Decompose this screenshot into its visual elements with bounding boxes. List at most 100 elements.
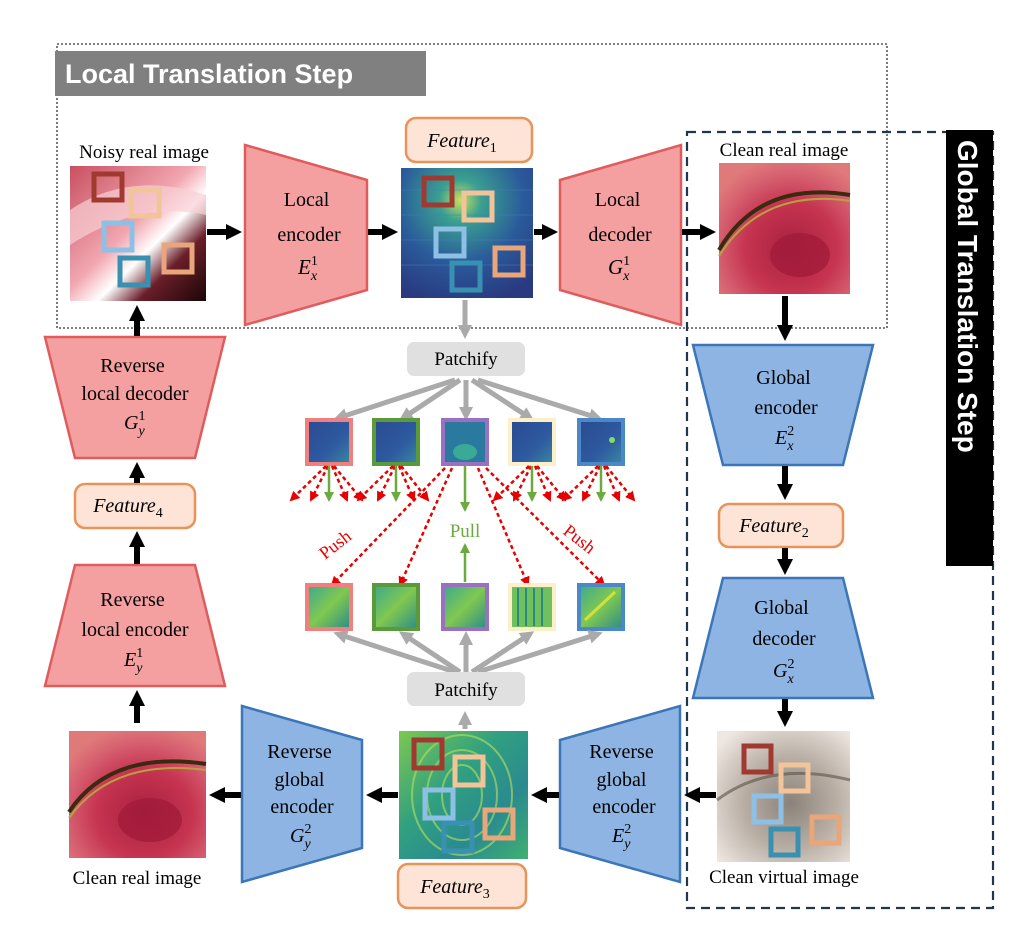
local-encoder-sub: x <box>310 269 318 284</box>
svg-text:Feature2: Feature2 <box>738 515 809 541</box>
top-patch-4 <box>508 418 556 466</box>
svg-text:Local decoder: Local decoder <box>588 189 652 246</box>
push-arrow-to-patch2 <box>398 467 454 587</box>
push-label-right: Push <box>560 520 600 557</box>
svg-text:G1y: G1y <box>124 409 145 439</box>
global-decoder-symbol: G <box>773 660 788 682</box>
patchify-top-arrow-5 <box>477 377 603 422</box>
reverse-global-encoder-left-line3: encoder <box>270 796 334 818</box>
reverse-local-encoder-symbol: E <box>123 649 136 671</box>
svg-text:Global decoder: Global decoder <box>752 597 816 650</box>
feature3-box: Feature3 <box>396 862 528 910</box>
patchify-top-arrow-2 <box>398 377 462 421</box>
global-decoder-line1: Global <box>754 597 809 619</box>
reverse-global-encoder-right-symbol: E <box>611 825 624 847</box>
bottom-patch-2 <box>372 583 420 631</box>
reverse-global-encoder-right-line1: Reverse <box>589 741 654 763</box>
global-encoder-sup: 2 <box>787 424 794 439</box>
reverse-global-encoder-left-line1: Reverse <box>267 741 332 763</box>
feature4-box: Feature4 <box>73 482 197 530</box>
feature1-box: Feature1 <box>404 116 534 164</box>
patchify-top-bg <box>407 342 525 376</box>
svg-text:Feature3: Feature3 <box>419 876 490 902</box>
reverse-global-encoder-right-sub: y <box>622 837 631 852</box>
global-encoder-sub: x <box>786 439 794 454</box>
local-decoder-symbol: G <box>608 255 623 279</box>
patchify-bottom-arrow-2 <box>398 631 462 675</box>
svg-text:Reverse global enc: Reverse global encoder <box>589 741 658 818</box>
global-decoder-sub: x <box>786 672 794 687</box>
feature1-name: Feature <box>426 130 490 152</box>
reverse-local-encoder-sub: y <box>134 661 143 676</box>
svg-text:G2x: G2x <box>773 657 794 687</box>
svg-text:Reverse global enc: Reverse global encoder <box>267 741 336 818</box>
feature3-map <box>399 731 528 859</box>
patchify-bottom-arrow-1 <box>333 630 456 675</box>
reverse-local-decoder-line1: Reverse <box>100 355 165 377</box>
global-decoder-line2: decoder <box>752 628 816 650</box>
local-translation-frame <box>56 43 888 329</box>
local-decoder-sub: x <box>622 269 630 284</box>
svg-text:E2x: E2x <box>774 424 794 454</box>
svg-text:Feature1: Feature1 <box>426 130 497 156</box>
push-arrow-to-patch4 <box>476 467 530 587</box>
pull-label: Pull <box>450 521 481 542</box>
global-encoder-symbol: E <box>774 427 787 449</box>
bottom-patch-4 <box>508 583 556 631</box>
clean-real-image-top-label: Clean real image <box>720 140 849 161</box>
global-step-header: Global Translation Step <box>952 140 983 453</box>
local-encoder-symbol: E <box>297 255 311 279</box>
svg-text:Global encoder: Global encoder <box>754 367 818 419</box>
noisy-real-image <box>70 166 206 301</box>
patchify-bottom: Patchify <box>434 680 498 701</box>
patchify-bottom-arrow-5 <box>477 630 603 675</box>
feature1-map <box>401 168 533 298</box>
top-patch-5 <box>577 418 625 466</box>
bottom-patch-3 <box>441 583 489 631</box>
reverse-local-decoder-sub: y <box>136 424 145 439</box>
reverse-local-encoder-sup: 1 <box>136 646 143 661</box>
top-patch-1 <box>305 418 353 466</box>
feature2-sub: 2 <box>802 526 809 541</box>
svg-text:Reverse local encoder: Reverse local encoder <box>81 589 188 641</box>
svg-text:E2y: E2y <box>611 822 631 852</box>
noisy-real-image-label: Noisy real image <box>79 142 209 163</box>
global-encoder-line2: encoder <box>754 397 818 419</box>
clean-real-image-top <box>717 163 851 294</box>
patchify-top: Patchify <box>434 349 498 370</box>
reverse-local-decoder-symbol: G <box>124 412 139 434</box>
reverse-global-encoder-left-line2: global <box>275 769 325 791</box>
top-patch-2 <box>372 418 420 466</box>
patchify-top-arrow-1 <box>333 377 456 422</box>
svg-text:Feature4: Feature4 <box>92 495 163 521</box>
reverse-global-encoder-right-sup: 2 <box>624 822 631 837</box>
local-step-header-bg <box>55 51 426 96</box>
top-patch-3 <box>441 418 489 466</box>
clean-real-image-bottom-label: Clean real image <box>73 868 202 889</box>
feature1-sub: 1 <box>490 141 497 156</box>
svg-text:E1y: E1y <box>123 646 143 676</box>
svg-text:Local encoder: Local encoder <box>277 189 341 246</box>
feature3-sub: 3 <box>483 887 490 902</box>
svg-text:G1x: G1x <box>608 254 630 284</box>
patchify-top-arrow-4 <box>470 377 535 421</box>
reverse-local-encoder-line1: Reverse <box>100 589 165 611</box>
reverse-global-encoder-right-line3: encoder <box>592 796 656 818</box>
feature4-name: Feature <box>92 495 156 517</box>
reverse-local-decoder-line2: local decoder <box>81 383 188 405</box>
reverse-global-encoder-left-sup: 2 <box>304 822 311 837</box>
global-decoder-sup: 2 <box>787 657 794 672</box>
push-label-left: Push <box>315 526 355 563</box>
push-arrow-to-patch1 <box>330 467 446 587</box>
reverse-global-encoder-left-sub: y <box>302 837 311 852</box>
global-encoder-line1: Global <box>756 367 811 389</box>
clean-virtual-image <box>716 731 851 862</box>
svg-text:E1x: E1x <box>297 254 318 284</box>
